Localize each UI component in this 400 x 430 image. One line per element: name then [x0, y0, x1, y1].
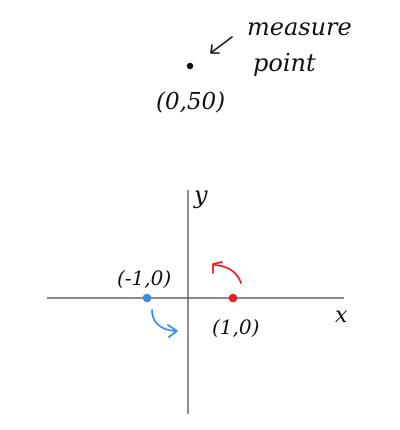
right-rotation-arrow-icon [214, 264, 242, 284]
left-charge-dot [142, 293, 152, 303]
annotation-arrow-icon [211, 36, 233, 53]
measure-point-label: (0,50) [156, 89, 225, 115]
right-charge-dot [228, 293, 238, 303]
left-rotation-arrow-icon [151, 309, 177, 332]
right-rotation-arrow-head-icon [212, 261, 223, 274]
annotation-arrow-head-icon [210, 44, 220, 54]
right-charge-label: (1,0) [212, 315, 259, 339]
annotation-text-line2: point [253, 49, 316, 77]
measure-point-dot [186, 62, 194, 70]
y-axis-label: y [193, 181, 208, 209]
left-rotation-arrow-head-icon [167, 324, 178, 338]
x-axis-label: x [335, 303, 348, 328]
annotation-text-line1: measure [247, 13, 352, 41]
left-charge-label: (-1,0) [117, 266, 171, 290]
